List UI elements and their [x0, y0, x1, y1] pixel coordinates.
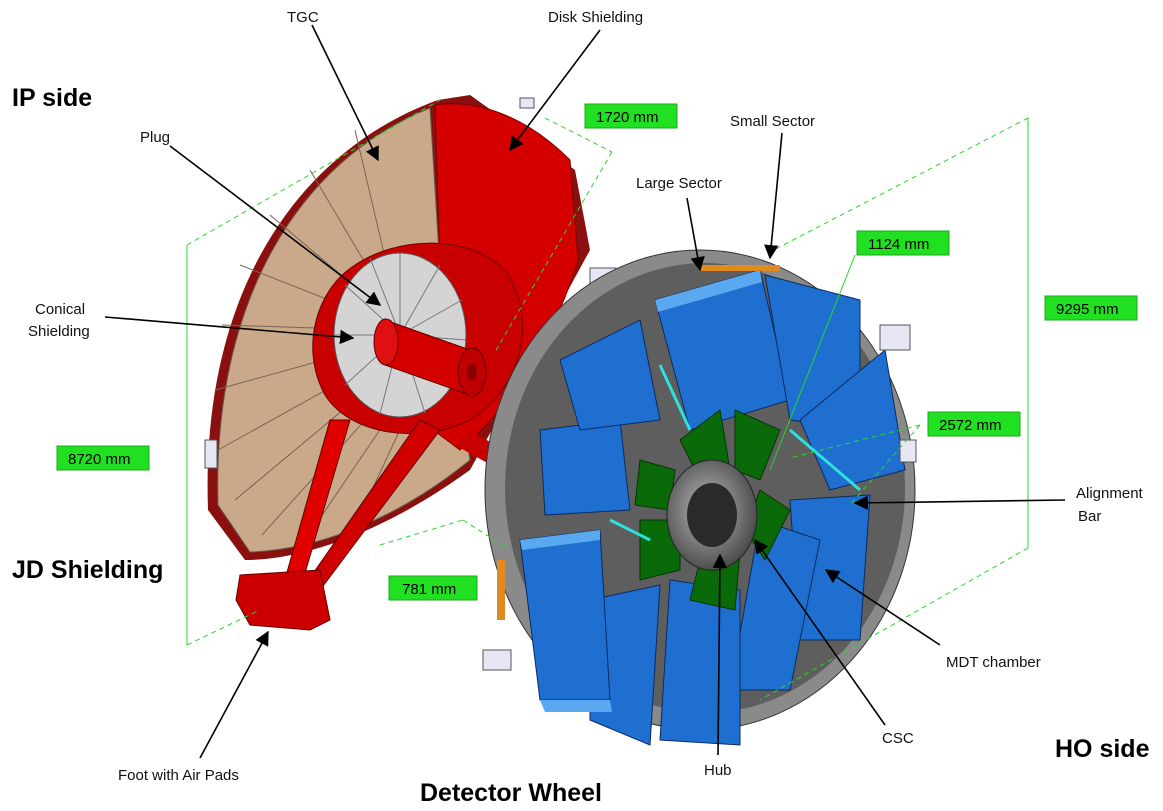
dimension-lines: [186, 99, 1029, 701]
jd-shielding-drawing: [204, 95, 617, 631]
foot-label: Foot with Air Pads: [118, 767, 239, 784]
dim-2572-text: 2572 mm: [939, 417, 1002, 434]
tgc-label: TGC: [287, 9, 319, 26]
detector-wheel-label: Detector Wheel: [420, 779, 602, 807]
hub-label: Hub: [704, 762, 732, 779]
dim-2572: 2572 mm: [927, 411, 1021, 437]
jd-shielding-label: JD Shielding: [12, 556, 163, 584]
ip-side-label: IP side: [12, 84, 92, 112]
csc-label: CSC: [882, 730, 914, 747]
dim-8720: 8720 mm: [56, 445, 150, 471]
alignment-label-line2: Bar: [1078, 508, 1101, 525]
large-sector-label: Large Sector: [636, 175, 722, 192]
small-sector-label: Small Sector: [730, 113, 815, 130]
conical-label-line1: Conical: [35, 301, 85, 318]
dim-9295: 9295 mm: [1044, 295, 1138, 321]
plug-label: Plug: [140, 129, 170, 146]
dim-9295-text: 9295 mm: [1056, 301, 1119, 318]
conical-label-line2: Shielding: [28, 323, 90, 340]
disk-shielding-label: Disk Shielding: [548, 9, 643, 26]
mdt-label: MDT chamber: [946, 654, 1041, 671]
dim-1720-text: 1720 mm: [596, 109, 659, 126]
dim-1720: 1720 mm: [584, 103, 678, 129]
ho-side-label: HO side: [1055, 735, 1150, 763]
dim-1124: 1124 mm: [856, 230, 950, 256]
alignment-label-line1: Alignment: [1076, 485, 1144, 502]
detector-wheel-drawing: [482, 249, 917, 746]
foot: [235, 569, 331, 631]
dim-8720-text: 8720 mm: [68, 451, 131, 468]
dim-781: 781 mm: [388, 575, 478, 601]
callout-arrows: [104, 24, 1066, 759]
dim-781-text: 781 mm: [402, 581, 456, 598]
dim-1124-text: 1124 mm: [868, 236, 929, 253]
